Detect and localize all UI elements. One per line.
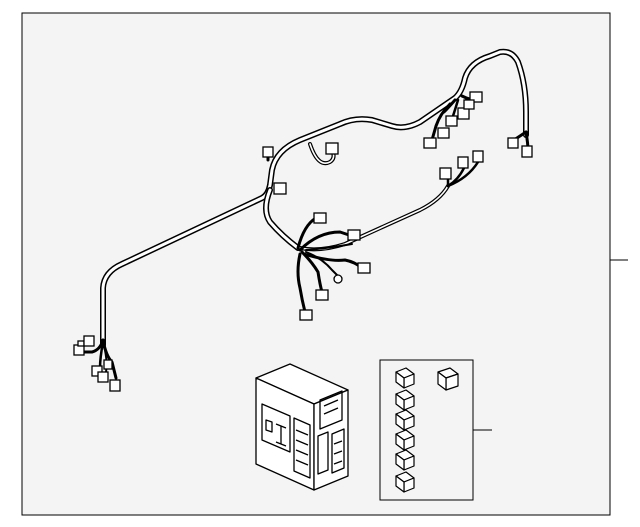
junction-box (255, 363, 349, 491)
harness-connectors (73, 91, 533, 392)
fuse-2 (395, 389, 415, 411)
fuse-4 (395, 429, 415, 451)
fuse-kit-frame (379, 359, 474, 501)
wiring-harness (78, 48, 530, 380)
fuse-6 (395, 471, 415, 493)
relay (437, 367, 459, 391)
fuse-3 (395, 409, 415, 431)
fuse-kit (379, 359, 474, 501)
fuse-5 (395, 449, 415, 471)
fuse-1 (395, 367, 415, 389)
